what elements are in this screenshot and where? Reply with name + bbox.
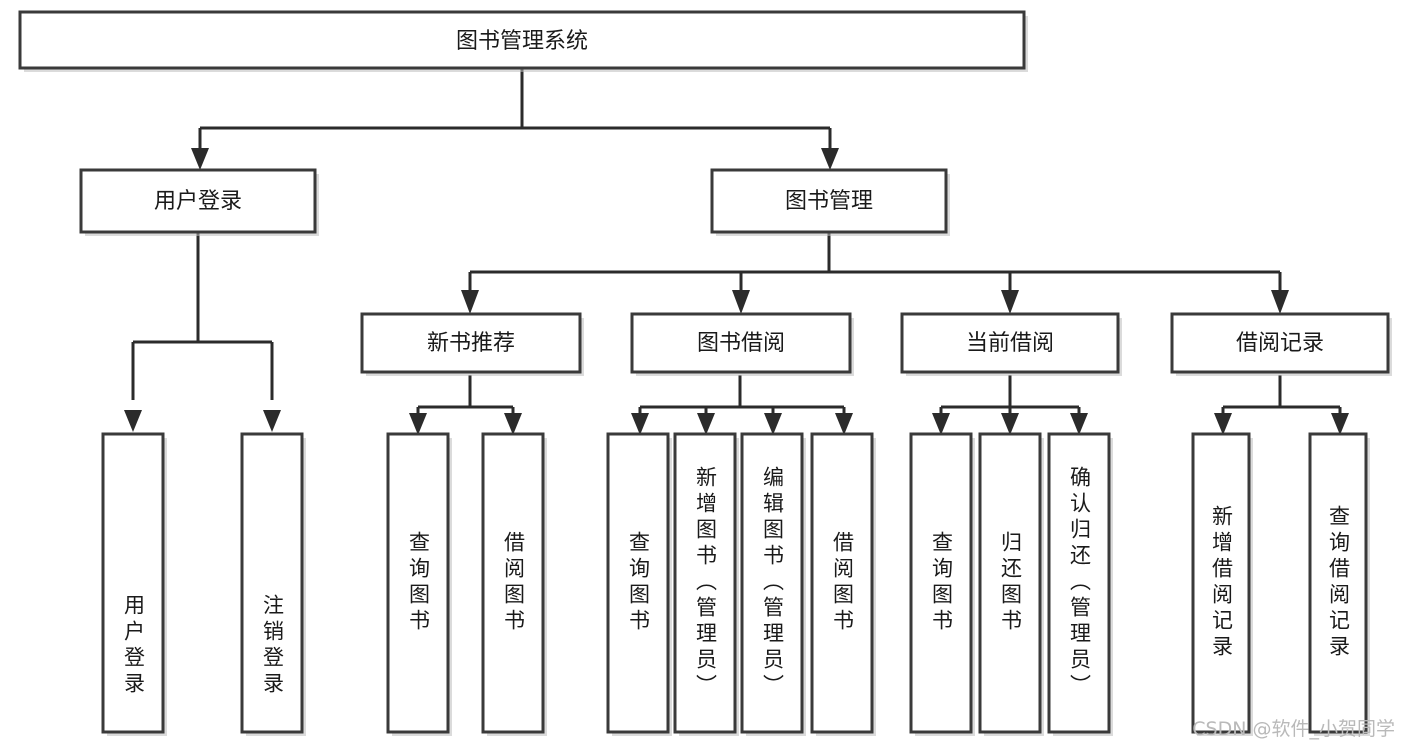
- arrow-to-borrow-record: [1271, 290, 1289, 314]
- leaf-user-login[interactable]: 用户登录: [103, 434, 163, 732]
- node-borrow-record[interactable]: 借阅记录: [1170, 312, 1392, 376]
- leaf-rect-logout[interactable]: [240, 432, 304, 734]
- arrow-to-leaf-query-record: [1331, 413, 1349, 435]
- node-book-borrow-label: 图书借阅: [697, 331, 785, 356]
- arrow-to-new-book-rec: [461, 290, 479, 314]
- leaf-query-book-3-label: 查询图书: [929, 531, 954, 635]
- leaf-add-record[interactable]: 新增借阅记录: [1193, 434, 1249, 732]
- edge-userlogin-bus: [131, 232, 274, 400]
- leaf-query-book-3[interactable]: 查询图书: [911, 434, 971, 732]
- leaf-query-book-1-label: 查询图书: [406, 531, 431, 635]
- leaf-borrow-book-2[interactable]: 借阅图书: [812, 434, 872, 732]
- leaf-rect-query-book-2[interactable]: [606, 432, 670, 734]
- edge-root-bus: [198, 68, 832, 158]
- node-root[interactable]: 图书管理系统: [18, 10, 1028, 72]
- node-new-book-rec[interactable]: 新书推荐: [360, 312, 584, 376]
- node-book-manage-label: 图书管理: [785, 189, 873, 214]
- arrow-to-leaf-confirm-return: [1070, 413, 1088, 435]
- leaf-rect-query-record[interactable]: [1308, 432, 1368, 734]
- arrow-to-leaf-add-book: [697, 413, 715, 435]
- arrow-to-current-borrow: [1001, 290, 1019, 314]
- arrow-to-leaf-borrow-book-2: [835, 413, 853, 435]
- arrow-to-leaf-user-login: [124, 410, 142, 432]
- node-user-login[interactable]: 用户登录: [79, 168, 319, 236]
- edge-bookmanage-bus: [468, 232, 1282, 292]
- node-borrow-record-label: 借阅记录: [1236, 331, 1324, 356]
- edge-bookborrow-bus: [638, 375, 846, 418]
- nodes-layer: 图书管理系统 用户登录 图书管理 新书推荐: [18, 10, 1392, 736]
- leaf-rect-confirm-return[interactable]: [1047, 432, 1111, 734]
- leaf-confirm-return-label: 确认归还（管理员）: [1067, 466, 1092, 700]
- leaf-borrow-book-1[interactable]: 借阅图书: [483, 434, 543, 732]
- leaf-add-book-label: 新增图书（管理员）: [693, 466, 718, 700]
- arrow-to-leaf-borrow-book-1: [504, 413, 522, 435]
- node-current-borrow[interactable]: 当前借阅: [900, 312, 1122, 376]
- node-current-borrow-label: 当前借阅: [966, 331, 1054, 356]
- leaf-query-book-1[interactable]: 查询图书: [388, 434, 448, 732]
- arrow-to-leaf-return-book: [1001, 413, 1019, 435]
- edge-borrowrecord-bus: [1221, 375, 1342, 418]
- arrow-to-leaf-query-book-2: [631, 413, 649, 435]
- arrow-to-user-login: [191, 148, 209, 170]
- node-root-label: 图书管理系统: [456, 29, 588, 54]
- node-user-login-label: 用户登录: [154, 189, 242, 214]
- arrow-to-book-manage: [821, 148, 839, 170]
- leaf-borrow-book-1-label: 借阅图书: [501, 531, 526, 635]
- leaf-rect-user-login[interactable]: [101, 432, 165, 734]
- leaf-user-login-label: 用户登录: [121, 594, 146, 698]
- leaf-rect-add-record[interactable]: [1191, 432, 1251, 734]
- leaf-edit-book-label: 编辑图书（管理员）: [760, 466, 785, 700]
- leaf-rect-query-book-1[interactable]: [386, 432, 450, 734]
- arrow-to-leaf-edit-book: [764, 413, 782, 435]
- arrow-to-book-borrow: [732, 290, 750, 314]
- leaf-rect-borrow-book-1[interactable]: [481, 432, 545, 734]
- leaf-return-book[interactable]: 归还图书: [980, 434, 1040, 732]
- leaf-return-book-label: 归还图书: [998, 531, 1023, 635]
- arrow-to-leaf-logout: [263, 410, 281, 432]
- leaf-query-record[interactable]: 查询借阅记录: [1310, 434, 1366, 732]
- leaf-rects-layer: [101, 432, 1370, 736]
- arrow-to-leaf-query-book-1: [409, 413, 427, 435]
- leaf-query-book-2[interactable]: 查询图书: [608, 434, 668, 732]
- edges-layer: [124, 68, 1349, 435]
- node-book-manage[interactable]: 图书管理: [710, 168, 950, 236]
- leaf-add-record-label: 新增借阅记录: [1209, 505, 1234, 661]
- leaf-rect-return-book[interactable]: [978, 432, 1042, 734]
- leaf-rect-borrow-book-2[interactable]: [810, 432, 874, 734]
- leaf-rect-query-book-3[interactable]: [909, 432, 973, 734]
- arrow-to-leaf-add-record: [1214, 413, 1232, 435]
- node-book-borrow[interactable]: 图书借阅: [630, 312, 854, 376]
- leaf-logout[interactable]: 注销登录: [242, 434, 302, 732]
- leaf-logout-label: 注销登录: [260, 594, 285, 698]
- leaf-rect-add-book[interactable]: [673, 432, 737, 734]
- node-new-book-rec-label: 新书推荐: [427, 331, 515, 356]
- leaf-confirm-return[interactable]: 确认归还（管理员）: [1049, 434, 1109, 732]
- arrow-to-leaf-query-book-3: [932, 413, 950, 435]
- leaf-add-book[interactable]: 新增图书（管理员）: [675, 434, 735, 732]
- leaf-borrow-book-2-label: 借阅图书: [830, 531, 855, 635]
- edge-currentborrow-bus: [939, 375, 1081, 418]
- leaf-rect-edit-book[interactable]: [740, 432, 804, 734]
- leaf-edit-book[interactable]: 编辑图书（管理员）: [742, 434, 802, 732]
- leaf-query-record-label: 查询借阅记录: [1326, 505, 1351, 661]
- leaf-query-book-2-label: 查询图书: [626, 531, 651, 635]
- edge-newbookrec-bus: [416, 375, 515, 418]
